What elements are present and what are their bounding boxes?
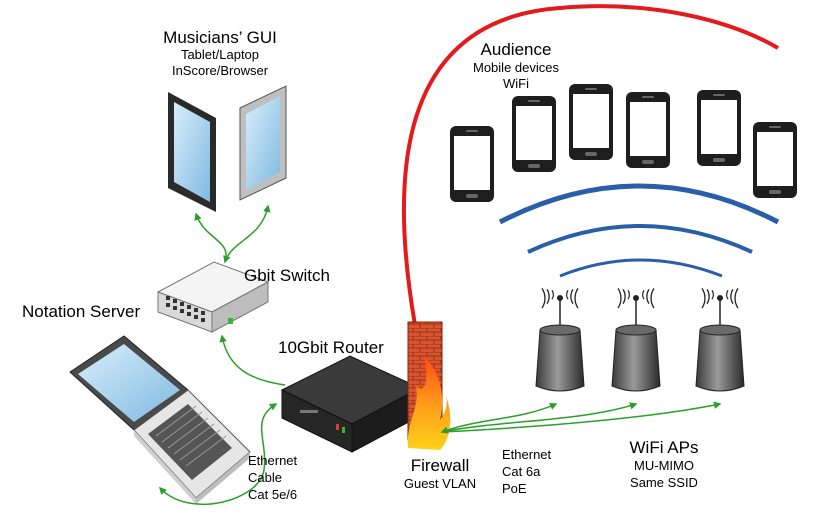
firewall-ap-link	[440, 403, 558, 434]
phone-icon	[626, 92, 670, 168]
poe-label: PoE	[502, 481, 527, 496]
switch-label: Gbit Switch	[244, 266, 330, 285]
access-points	[535, 288, 745, 392]
audience-wifi-label: WiFi	[503, 76, 529, 91]
server-label: Notation Server	[22, 302, 141, 321]
audience-devices-label: Mobile devices	[473, 60, 559, 75]
musicians-device-label: Tablet/Laptop	[180, 47, 260, 62]
router-label: 10Gbit Router	[278, 338, 384, 357]
router-switch-link	[219, 334, 286, 386]
tablet-link-line	[194, 212, 231, 264]
access-point-icon	[695, 288, 745, 392]
phone-icon	[697, 90, 741, 166]
firewall-label: Firewall	[410, 456, 470, 475]
cable-type-label: Ethernet	[248, 453, 298, 468]
firewall-ap-link	[441, 401, 722, 433]
phone-icon	[450, 126, 494, 202]
same-ssid-label: Same SSID	[630, 475, 698, 490]
ethernet-label: Ethernet	[502, 447, 552, 462]
tablet-icon	[168, 92, 216, 212]
laptop-icon	[69, 335, 251, 504]
guest-vlan-label: Guest VLAN	[403, 476, 477, 491]
access-point-icon	[611, 288, 661, 392]
wifi-aps-title: WiFi APs	[629, 438, 699, 457]
tablet-icon	[239, 85, 287, 201]
audience-title: Audience	[480, 40, 552, 59]
musicians-software-label: InScore/Browser	[171, 63, 269, 78]
access-point-icon	[535, 288, 585, 392]
cable-category-label: Cat 5e/6	[248, 487, 298, 502]
firewall-ap-link	[441, 402, 638, 433]
tablet-link-line	[224, 204, 271, 263]
phone-icon	[512, 96, 556, 172]
server-router-link	[158, 403, 278, 505]
phone-icon	[569, 84, 613, 160]
cable-label: Cable	[248, 470, 282, 485]
internet-uplink-line	[401, 4, 780, 326]
wifi-signal-arc	[559, 258, 723, 278]
firewall-icon	[407, 321, 451, 450]
router-icon	[280, 355, 422, 453]
wifi-signal-arc	[498, 183, 780, 225]
switch-icon	[156, 261, 270, 333]
phone-icon	[753, 122, 797, 198]
audience-phones	[450, 84, 797, 202]
musicians-title: Musicians’ GUI	[163, 28, 277, 47]
ethernet-category-label: Cat 6a	[502, 464, 541, 479]
mu-mimo-label: MU-MIMO	[634, 458, 694, 473]
wifi-signal-arc	[527, 224, 753, 254]
